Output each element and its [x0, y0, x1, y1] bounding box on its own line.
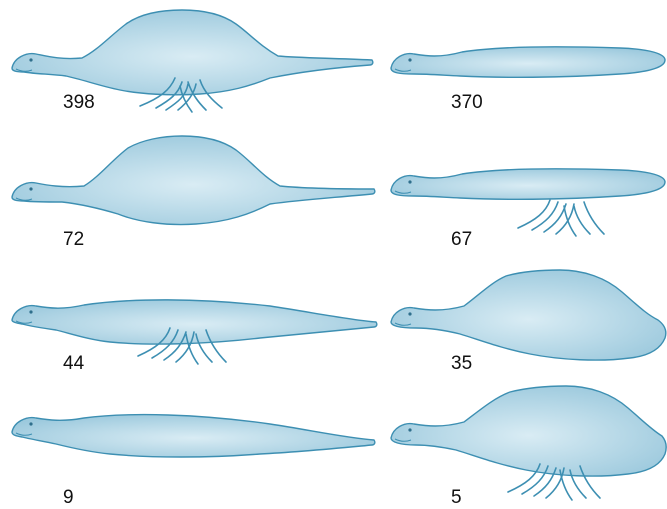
count-label-67: 67: [451, 230, 472, 249]
creature-5: [391, 386, 666, 500]
creature-body: [391, 270, 666, 360]
count-label-370: 370: [451, 93, 483, 112]
legs: [518, 200, 604, 236]
count-label-44: 44: [63, 354, 84, 373]
creature-9: [12, 415, 375, 457]
creature-67: [391, 169, 665, 236]
creature-body: [12, 300, 377, 344]
count-label-35: 35: [451, 354, 472, 373]
creature-35: [391, 270, 666, 360]
count-label-72: 72: [63, 230, 84, 249]
creature-body: [391, 169, 665, 200]
count-label-9: 9: [63, 488, 74, 507]
creature-body: [391, 386, 666, 476]
creature-body: [12, 10, 373, 95]
creature-body: [391, 47, 665, 78]
count-label-398: 398: [63, 93, 95, 112]
creature-72: [12, 136, 375, 225]
creature-body: [12, 136, 375, 225]
count-label-5: 5: [451, 488, 462, 507]
creature-370: [391, 47, 665, 78]
creature-body: [12, 415, 375, 457]
